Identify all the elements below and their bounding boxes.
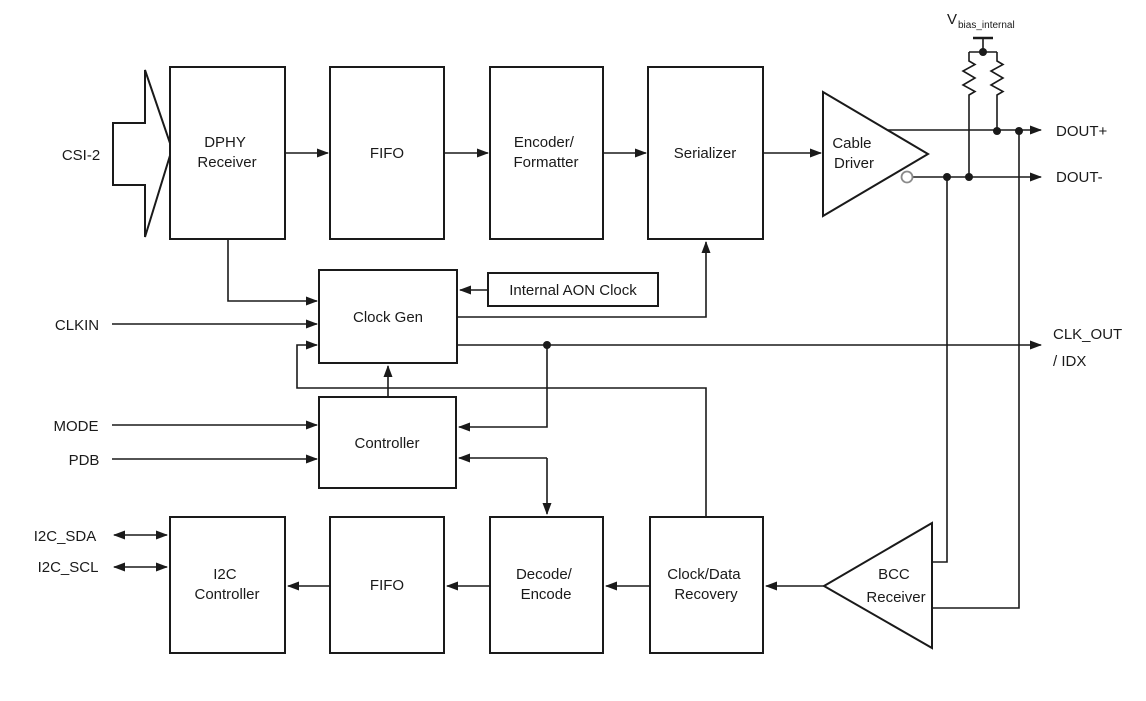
- port-label-idx: / IDX: [1053, 353, 1086, 370]
- junction-dot-vbias: [979, 48, 987, 56]
- port-label-csi2: CSI-2: [62, 147, 100, 164]
- port-label-clkin: CLKIN: [55, 317, 99, 334]
- port-label-pdb: PDB: [69, 452, 100, 469]
- wire-clock-gen-to-serializer: [457, 241, 711, 318]
- label-fifo-bottom: FIFO: [370, 577, 404, 594]
- port-label-clk-out: CLK_OUT: [1053, 326, 1122, 343]
- block-controller: [318, 396, 457, 489]
- block-encoder-formatter: [489, 66, 604, 240]
- inverter-bubble: [900, 170, 914, 184]
- junction-dot-doutminus-resistor: [965, 173, 973, 181]
- wire-dphy-to-clock-gen: [227, 239, 318, 306]
- label-bcc-receiver: BCC Receiver: [866, 566, 925, 606]
- blocks: [112, 66, 933, 654]
- label-internal-aon-clock: Internal AON Clock: [509, 282, 637, 299]
- wire-clk-out-tap-to-controller: [458, 345, 548, 432]
- resistor-right: [989, 52, 1005, 131]
- label-cable-driver: Cable Driver: [832, 135, 875, 172]
- junction-dot-clkout-tap: [543, 341, 551, 349]
- label-encoder-formatter: Encoder/ Formatter: [513, 134, 578, 171]
- block-decode-encode: [489, 516, 604, 654]
- label-fifo-top: FIFO: [370, 145, 404, 162]
- label-serializer: Serializer: [674, 145, 737, 162]
- wire-dout-plus-tap-to-bcc: [933, 131, 1020, 609]
- label-decode-encode: Decode/ Encode: [516, 566, 576, 603]
- csi2-block-arrow: [112, 69, 174, 238]
- block-clock-data-recovery: [649, 516, 764, 654]
- label-clock-gen: Clock Gen: [353, 309, 423, 326]
- port-label-mode: MODE: [54, 418, 99, 435]
- port-label-dout-plus: DOUT+: [1056, 123, 1107, 140]
- block-i2c-controller: [169, 516, 286, 654]
- junction-dot-doutminus-tap: [943, 173, 951, 181]
- port-label-i2c-sda: I2C_SDA: [34, 528, 97, 545]
- label-controller: Controller: [354, 435, 419, 452]
- label-i2c-controller: I2C Controller: [194, 566, 259, 603]
- port-labels: CSI-2 CLKIN MODE PDB I2C_SDA I2C_SCL DOU…: [34, 11, 1122, 576]
- label-clock-data-recovery: Clock/Data Recovery: [667, 566, 745, 603]
- block-fifo-top: [329, 66, 445, 240]
- port-label-dout-minus: DOUT-: [1056, 169, 1103, 186]
- port-label-vbias: V: [947, 11, 957, 28]
- block-serializer: [647, 66, 764, 240]
- block-internal-aon-clock: [487, 272, 659, 307]
- label-dphy-receiver: DPHY Receiver: [197, 134, 256, 171]
- junction-dot-doutplus-tap: [1015, 127, 1023, 135]
- port-label-vbias-subscript: bias_internal: [958, 20, 1015, 31]
- port-label-i2c-scl: I2C_SCL: [38, 559, 99, 576]
- resistor-left: [961, 52, 977, 177]
- wires: [112, 36, 1042, 609]
- junction-dot-doutplus-resistor: [993, 127, 1001, 135]
- block-fifo-bottom: [329, 516, 445, 654]
- block-cable-driver-triangle: [822, 90, 930, 218]
- wire-dout-minus-tap-to-bcc: [933, 177, 948, 563]
- block-labels: DPHY Receiver FIFO Encoder/ Formatter Se…: [194, 134, 925, 606]
- block-dphy-receiver: [169, 66, 286, 240]
- wire-cdr-feedback-to-clock-gen: [296, 340, 707, 517]
- block-clock-gen: [318, 269, 458, 364]
- block-bcc-receiver-triangle: [822, 521, 933, 650]
